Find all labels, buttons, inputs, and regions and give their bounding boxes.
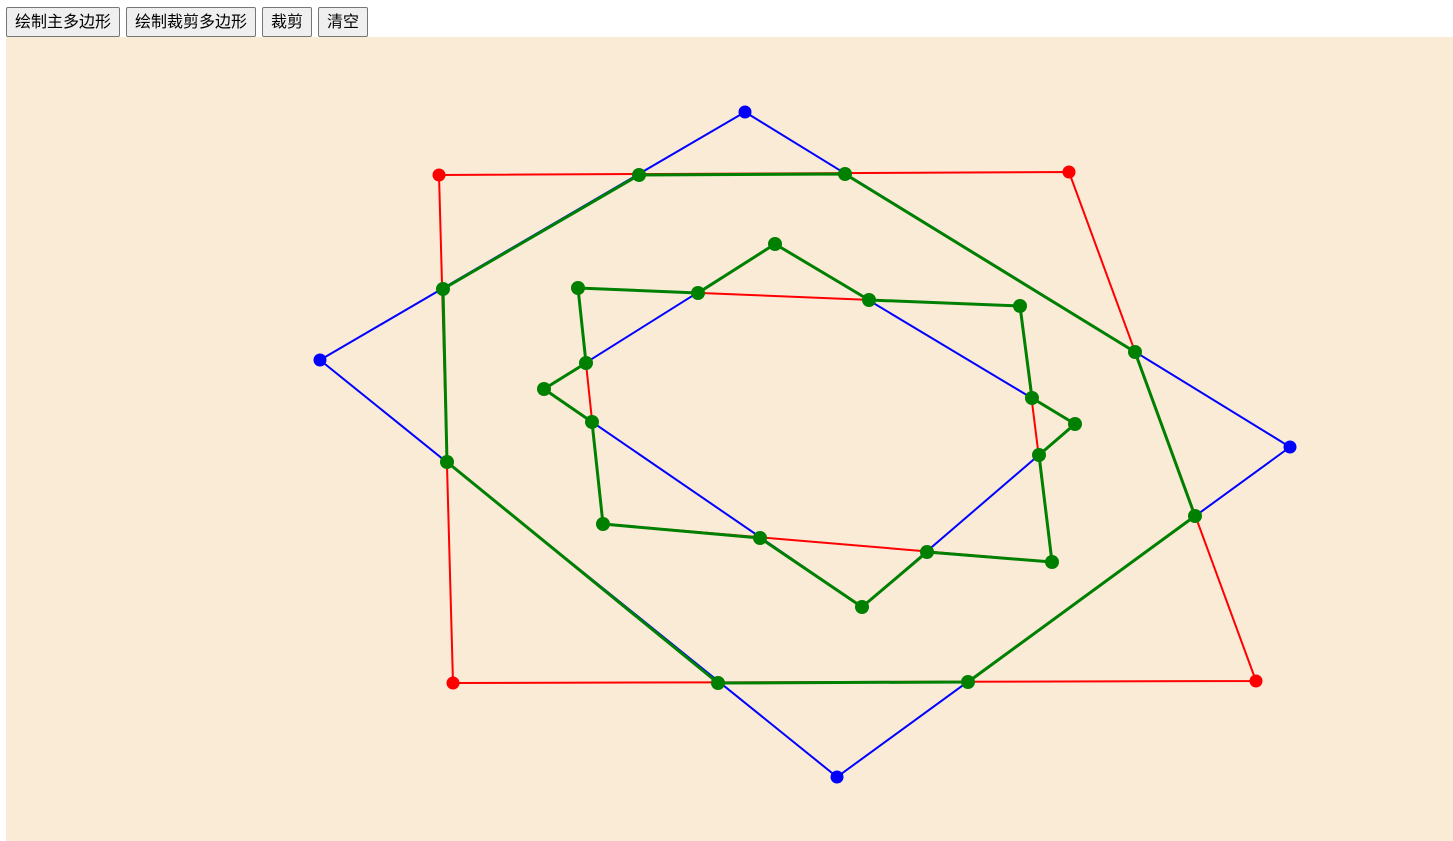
result-polygon-2-vertex[interactable] — [596, 517, 610, 531]
canvas-background — [6, 37, 1453, 841]
result-polygon-2-vertex[interactable] — [753, 531, 767, 545]
result-polygon-2-vertex[interactable] — [1025, 391, 1039, 405]
result-polygon-2-vertex[interactable] — [1032, 448, 1046, 462]
result-polygon-1-vertex[interactable] — [711, 676, 725, 690]
main-polygon-outer-vertex[interactable] — [1062, 165, 1076, 179]
result-polygon-2-vertex[interactable] — [1068, 417, 1082, 431]
result-polygon-layer — [436, 167, 1202, 690]
result-polygon-2-vertex[interactable] — [571, 281, 585, 295]
result-polygon-2-vertex[interactable] — [537, 382, 551, 396]
canvas-svg[interactable] — [6, 37, 1453, 841]
toolbar: 绘制主多边形 绘制裁剪多边形 裁剪 清空 — [6, 7, 369, 37]
draw-clip-polygon-button[interactable]: 绘制裁剪多边形 — [126, 7, 257, 37]
result-polygon-1-vertex[interactable] — [961, 675, 975, 689]
result-polygon-2-vertex[interactable] — [691, 286, 705, 300]
result-polygon-1-vertex[interactable] — [1188, 509, 1202, 523]
main-polygon-outer-vertex[interactable] — [432, 168, 446, 182]
result-polygon-2-vertex[interactable] — [585, 415, 599, 429]
clear-button[interactable]: 清空 — [318, 7, 369, 37]
clip-button[interactable]: 裁剪 — [262, 7, 313, 37]
main-polygon-outer-vertex[interactable] — [446, 676, 460, 690]
result-polygon-2-vertex[interactable] — [1045, 555, 1059, 569]
result-polygon-2-vertex[interactable] — [855, 600, 869, 614]
result-polygon-2-vertex[interactable] — [768, 237, 782, 251]
clip-polygon-outer-vertex[interactable] — [738, 105, 752, 119]
result-polygon-1-vertex[interactable] — [1128, 345, 1142, 359]
result-polygon-2-vertex[interactable] — [1013, 299, 1027, 313]
main-polygon-outer-vertex[interactable] — [1249, 674, 1263, 688]
clip-polygon-outer-vertex[interactable] — [1283, 440, 1297, 454]
result-polygon-1-vertex[interactable] — [632, 168, 646, 182]
result-polygon-1-vertex[interactable] — [838, 167, 852, 181]
draw-main-polygon-button[interactable]: 绘制主多边形 — [6, 7, 121, 37]
drawing-canvas[interactable] — [6, 37, 1453, 841]
result-polygon-2-vertex[interactable] — [920, 545, 934, 559]
result-polygon-2-vertex[interactable] — [862, 293, 876, 307]
result-polygon-1-vertex[interactable] — [436, 282, 450, 296]
result-polygon-1-vertex[interactable] — [440, 455, 454, 469]
result-polygon-2-vertex[interactable] — [579, 356, 593, 370]
clip-polygon-outer-vertex[interactable] — [830, 770, 844, 784]
clip-polygon-outer-vertex[interactable] — [313, 353, 327, 367]
